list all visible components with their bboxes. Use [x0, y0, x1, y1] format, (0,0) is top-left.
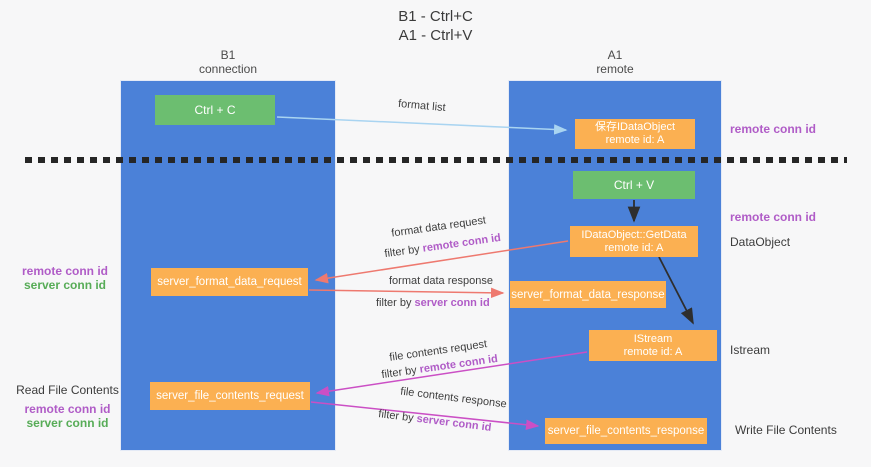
node-ctrl-c: Ctrl + C [155, 95, 275, 125]
filter-by-text: filter by [383, 242, 424, 261]
label-server-conn-id-bottom-left: server conn id [26, 416, 109, 430]
filter-by-text: filter by [376, 297, 415, 309]
title-line-1: B1 - Ctrl+C [398, 8, 473, 25]
phase-divider-dashed-line [25, 157, 847, 163]
flow-label-format-data-response: format data response [389, 275, 493, 287]
node-ctrl-v: Ctrl + V [573, 171, 695, 199]
label-block-conn-ids-left: remote conn id server conn id [20, 264, 110, 292]
title-line-2: A1 - Ctrl+V [398, 27, 473, 44]
node-file-response-label: server_file_contents_response [547, 425, 705, 437]
server-conn-id-text: server conn id [414, 297, 490, 309]
node-istream-line1: IStream [633, 332, 673, 345]
label-block-read-file: Read File Contents remote conn id server… [15, 383, 120, 430]
label-remote-conn-id-bottom-left: remote conn id [24, 402, 111, 416]
flow-label-file-contents-response: file contents response [399, 385, 508, 411]
node-getdata-line1: IDataObject::GetData [581, 228, 687, 241]
node-server-format-data-request: server_format_data_request [151, 268, 308, 296]
arrow-format-data-response [308, 287, 505, 299]
lane-header-a1: A1 remote [508, 48, 722, 76]
node-istream-line2: remote id: A [623, 345, 683, 358]
node-save-idataobject-line1: 保存IDataObject [594, 121, 676, 133]
flow-label-filter-server-1: filter by server conn id [376, 297, 490, 309]
node-save-idataobject: 保存IDataObject remote id: A [575, 119, 695, 149]
node-istream: IStream remote id: A [589, 330, 717, 361]
node-file-request-label: server_file_contents_request [156, 390, 304, 402]
label-istream: Istream [730, 343, 771, 357]
label-remote-conn-id-left: remote conn id [21, 264, 108, 278]
node-server-format-data-response: server_format_data_response [510, 281, 666, 308]
flow-label-format-list: format list [397, 97, 447, 115]
label-remote-conn-id-right: remote conn id [730, 210, 817, 224]
node-server-file-contents-request: server_file_contents_request [150, 382, 310, 410]
diagram-title: B1 - Ctrl+C A1 - Ctrl+V [0, 7, 871, 45]
filter-by-text: filter by [380, 363, 421, 382]
node-getdata-line2: remote id: A [604, 241, 664, 254]
node-ctrl-v-label: Ctrl + V [613, 178, 655, 192]
lane-b1-name: B1 [220, 48, 236, 62]
label-write-file-contents: Write File Contents [735, 423, 837, 437]
label-server-conn-id-left: server conn id [23, 278, 107, 292]
node-ctrl-c-label: Ctrl + C [194, 103, 236, 117]
lane-a1-role: remote [596, 62, 634, 76]
lane-header-b1: B1 connection [120, 48, 336, 76]
node-save-idataobject-line2: remote id: A [605, 134, 665, 146]
node-idataobject-getdata: IDataObject::GetData remote id: A [570, 226, 698, 257]
node-format-request-label: server_format_data_request [157, 276, 302, 288]
node-format-response-label: server_format_data_response [511, 288, 665, 301]
label-dataobject: DataObject [730, 235, 791, 249]
lane-a1-name: A1 [607, 48, 623, 62]
remote-conn-id-text: remote conn id [421, 231, 502, 255]
filter-by-text: filter by [377, 408, 418, 425]
lane-b1-role: connection [198, 62, 258, 76]
server-conn-id-text: server conn id [415, 412, 493, 434]
label-read-file-contents: Read File Contents [16, 383, 119, 397]
flow-label-filter-server-2: filter by server conn id [378, 408, 492, 434]
label-remote-conn-id-top-right: remote conn id [730, 122, 817, 136]
node-server-file-contents-response: server_file_contents_response [545, 418, 707, 444]
